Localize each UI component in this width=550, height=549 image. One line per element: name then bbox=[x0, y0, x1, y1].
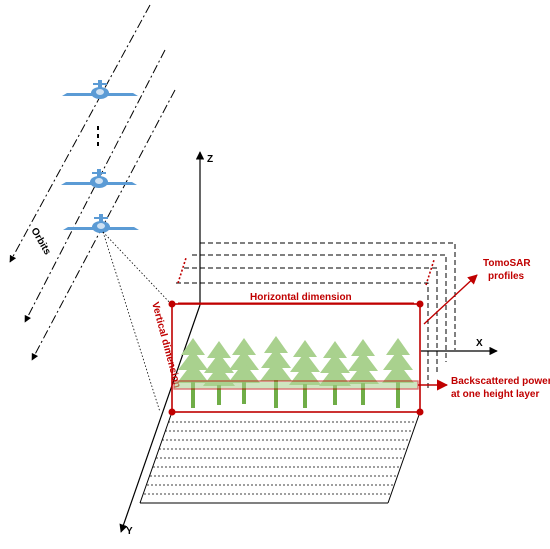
vertical-dimension-label: Vertical dimension bbox=[149, 301, 182, 389]
tree-icon bbox=[260, 336, 292, 408]
y-axis bbox=[119, 304, 201, 533]
airplane-icon bbox=[61, 169, 137, 188]
x-axis-label: X bbox=[476, 338, 483, 349]
z-axis-label: Z bbox=[207, 154, 213, 165]
tomo-slices-back bbox=[176, 242, 456, 388]
horizontal-dimension-indicator: Horizontal dimension bbox=[178, 292, 414, 304]
ground-plane bbox=[139, 411, 421, 504]
orbit-lines bbox=[9, 4, 176, 361]
y-axis-label: Y bbox=[126, 526, 133, 537]
slice-corner-marks bbox=[177, 257, 435, 286]
tomosar-profile-frame bbox=[168, 300, 424, 416]
tree-icon bbox=[319, 341, 351, 405]
tree-icon bbox=[382, 338, 414, 408]
airplane-icon bbox=[62, 80, 138, 99]
forest bbox=[177, 336, 414, 408]
tree-icon bbox=[177, 338, 209, 408]
airplane-icon bbox=[63, 214, 139, 233]
tree-icon bbox=[289, 340, 321, 408]
orbit-line-1 bbox=[9, 4, 151, 263]
tomosar-label-line2: profiles bbox=[488, 271, 525, 282]
tomosar-pointer-arrow bbox=[423, 274, 478, 325]
backscatter-label-line1: Backscattered power bbox=[451, 376, 550, 387]
tree-icon bbox=[347, 339, 379, 405]
line-of-sight bbox=[102, 231, 173, 413]
height-layer-band bbox=[173, 379, 449, 391]
backscatter-label-line2: at one height layer bbox=[451, 389, 539, 400]
tree-icon bbox=[203, 341, 235, 405]
orbits-label: Orbits bbox=[28, 226, 52, 257]
ellipsis-dots bbox=[97, 126, 99, 146]
tree-icon bbox=[228, 338, 260, 404]
tomosar-label-line1: TomoSAR bbox=[483, 258, 531, 269]
horizontal-dimension-label: Horizontal dimension bbox=[250, 292, 352, 303]
